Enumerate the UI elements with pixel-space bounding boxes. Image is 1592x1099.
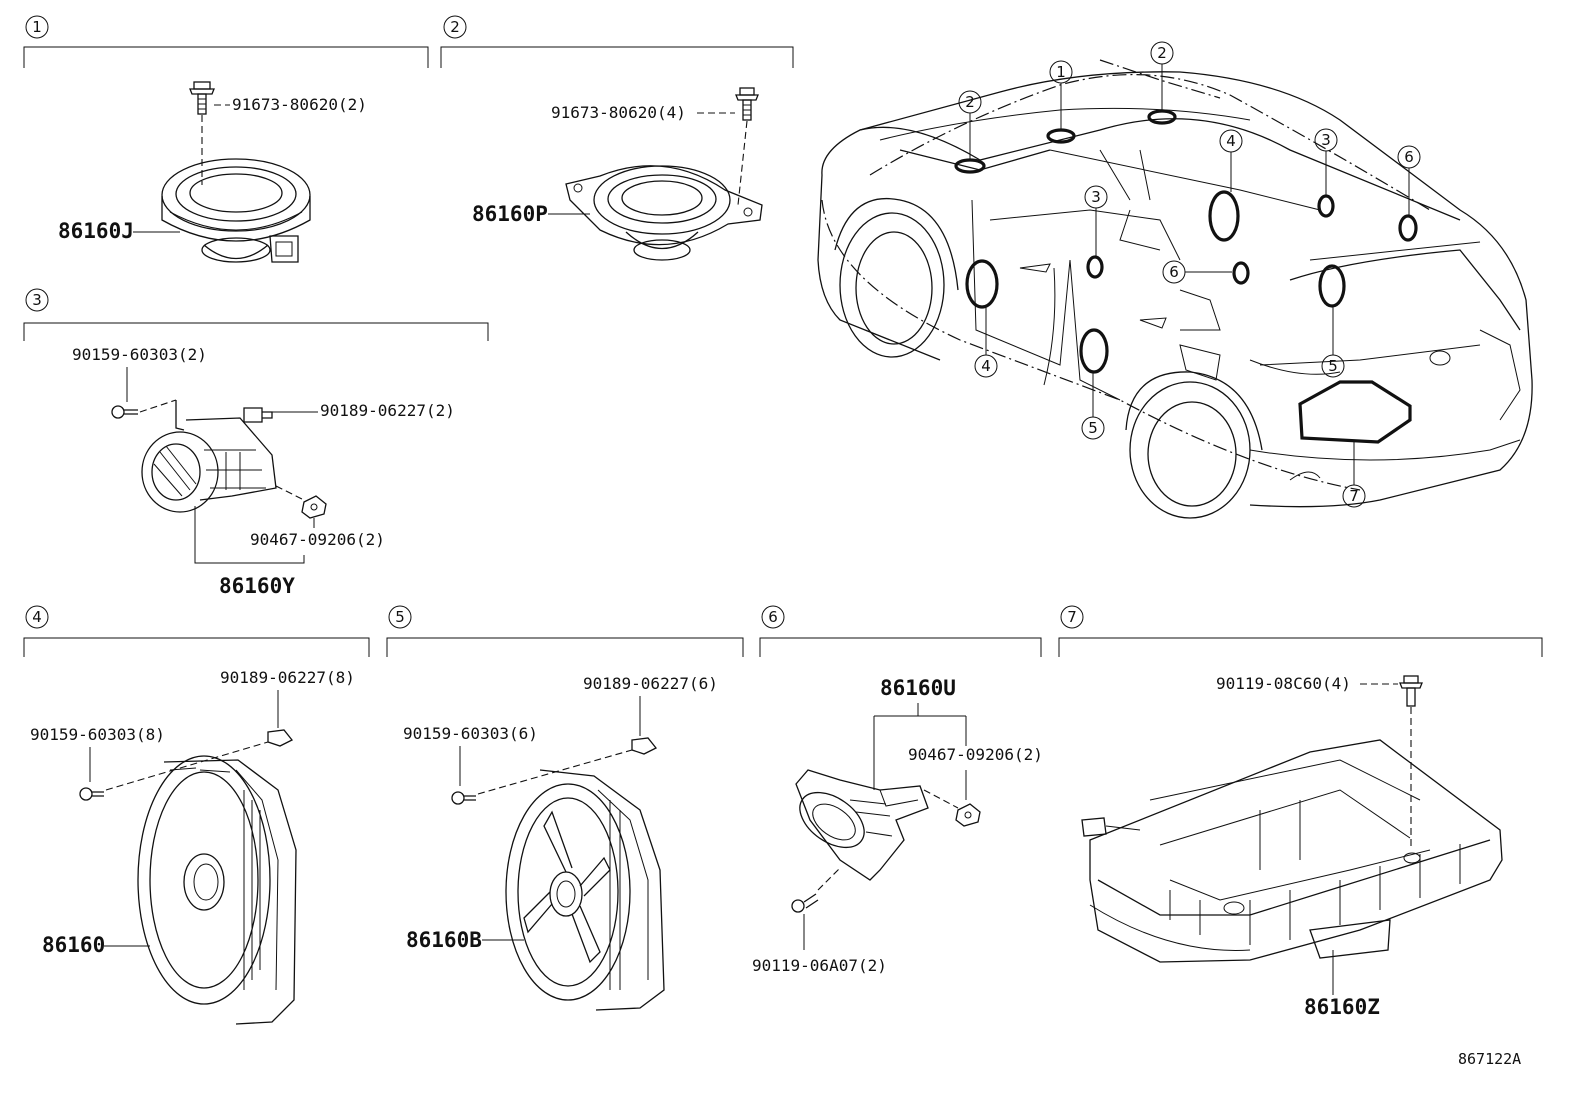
vehicle-outline <box>817 59 1533 519</box>
vehicle-callout-4: 4 <box>981 357 991 375</box>
vehicle-callout-5: 5 <box>1088 419 1098 437</box>
vehicle-callout-2: 2 <box>1157 44 1167 62</box>
assembly-number-label: 86160Y <box>219 574 295 598</box>
part-number-label: 90189-06227(6) <box>583 674 718 693</box>
vehicle-callouts: 1 2 2 3 3 4 4 5 5 6 6 <box>958 41 1421 508</box>
assembly-number-label: 86160J <box>58 219 134 243</box>
vehicle-callout-1: 1 <box>1056 63 1066 81</box>
section-6: 6 86160U 90467-09206(2) 90119-06A07(2) <box>752 605 1043 975</box>
vehicle-callout-5: 5 <box>1328 357 1338 375</box>
tweeter-speaker-86160p <box>565 165 763 261</box>
part-number-label: 90159-60303(8) <box>30 725 165 744</box>
section-7-number: 7 <box>1067 608 1077 626</box>
part-number-label: 90467-09206(2) <box>908 745 1043 764</box>
screw-icon <box>111 405 138 419</box>
bolt-icon <box>735 87 759 121</box>
vehicle-speaker-markers <box>954 109 1418 444</box>
bolt-icon <box>189 81 215 115</box>
clip-icon <box>267 729 294 747</box>
door-speaker-86160 <box>137 755 297 1025</box>
part-number-label: 90119-08C60(4) <box>1216 674 1351 693</box>
nut-icon <box>301 495 327 519</box>
assembly-number-label: 86160B <box>406 928 482 952</box>
section-6-number: 6 <box>768 608 778 626</box>
part-number-label: 90119-06A07(2) <box>752 956 887 975</box>
screw-icon <box>451 791 476 805</box>
section-4: 4 90189-06227(8) 90159-60303(8) 86160 <box>23 605 370 1025</box>
screw-icon <box>79 787 104 801</box>
tweeter-speaker-86160j <box>161 158 311 263</box>
part-number-label: 90189-06227(2) <box>320 401 455 420</box>
assembly-number-label: 86160Z <box>1304 995 1380 1019</box>
vehicle-callout-4: 4 <box>1226 132 1236 150</box>
nut-icon <box>955 803 981 827</box>
assembly-number-label: 86160P <box>472 202 548 226</box>
section-2: 2 91673-80620(4) 86160P <box>440 15 794 261</box>
clip-icon <box>631 737 658 755</box>
section-5-number: 5 <box>395 608 405 626</box>
assembly-number-label: 86160 <box>42 933 105 957</box>
part-number-label: 91673-80620(4) <box>551 103 686 122</box>
section-1-number: 1 <box>32 18 42 36</box>
part-number-label: 91673-80620(2) <box>232 95 367 114</box>
speaker-bracket-86160u <box>795 769 929 881</box>
part-number-label: 90159-60303(2) <box>72 345 207 364</box>
section-2-number: 2 <box>450 18 460 36</box>
vehicle-callout-3: 3 <box>1321 131 1331 149</box>
vehicle-callout-2: 2 <box>965 93 975 111</box>
subwoofer-86160z <box>1081 739 1503 963</box>
section-4-number: 4 <box>32 608 42 626</box>
door-speaker-86160b <box>505 769 665 1011</box>
vehicle-callout-6: 6 <box>1169 263 1179 281</box>
part-number-label: 90159-60303(6) <box>403 724 538 743</box>
section-7: 7 90119-08C60(4) 86160Z <box>1058 605 1543 1019</box>
clip-icon <box>243 407 273 423</box>
diagram-reference-number: 867122A <box>1458 1050 1521 1068</box>
section-3: 3 90159-60303(2) 90189-06227(2) <box>23 288 489 598</box>
section-1: 1 91673-80620(2) 86160J <box>23 15 429 263</box>
part-number-label: 90467-09206(2) <box>250 530 385 549</box>
screw-icon <box>791 893 819 913</box>
section-3-number: 3 <box>32 291 42 309</box>
vehicle-callout-6: 6 <box>1404 148 1414 166</box>
vehicle-callout-7: 7 <box>1349 487 1359 505</box>
assembly-number-label: 86160U <box>880 676 956 700</box>
section-5: 5 90189-06227(6) 90159-60303(6) 861 <box>386 605 744 1011</box>
bolt-icon <box>1399 675 1423 707</box>
vehicle-callout-3: 3 <box>1091 188 1101 206</box>
part-number-label: 90189-06227(8) <box>220 668 355 687</box>
tweeter-bracket-86160y <box>141 400 277 513</box>
